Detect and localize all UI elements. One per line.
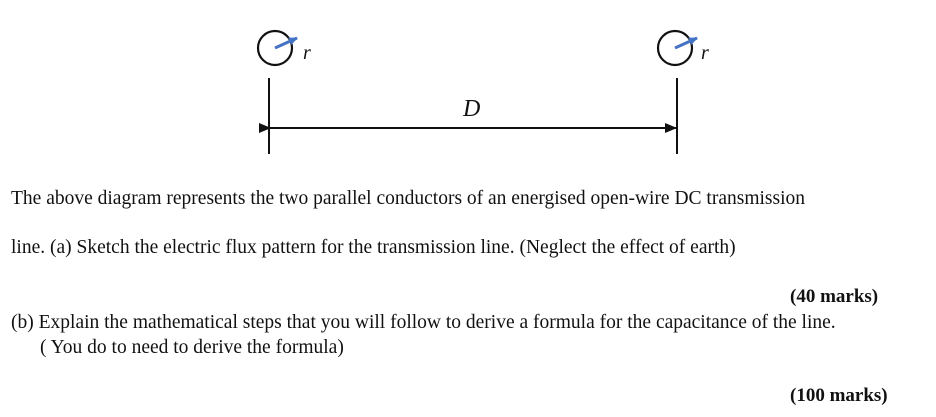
parallel-conductors-diagram: r r D [256, 29, 709, 154]
left-radius-label: r [303, 42, 311, 64]
part-a-marks: (40 marks) [790, 286, 879, 307]
question-intro-line-1: The above diagram represents the two par… [11, 188, 806, 209]
question-part-a: line. (a) Sketch the electric flux patte… [11, 237, 736, 258]
left-conductor: r [256, 29, 311, 67]
right-conductor: r [656, 29, 709, 67]
right-radius-label: r [701, 42, 709, 64]
left-conductor-circle [256, 29, 294, 67]
question-part-b-line-1: (b) Explain the mathematical steps that … [11, 312, 836, 333]
right-radius-arrow [674, 36, 698, 50]
part-b-marks: (100 marks) [790, 385, 888, 406]
right-conductor-circle [656, 29, 694, 67]
distance-label: D [462, 96, 480, 122]
left-radius-arrow [274, 36, 298, 50]
question-part-b-line-2: ( You do to need to derive the formula) [40, 337, 344, 358]
